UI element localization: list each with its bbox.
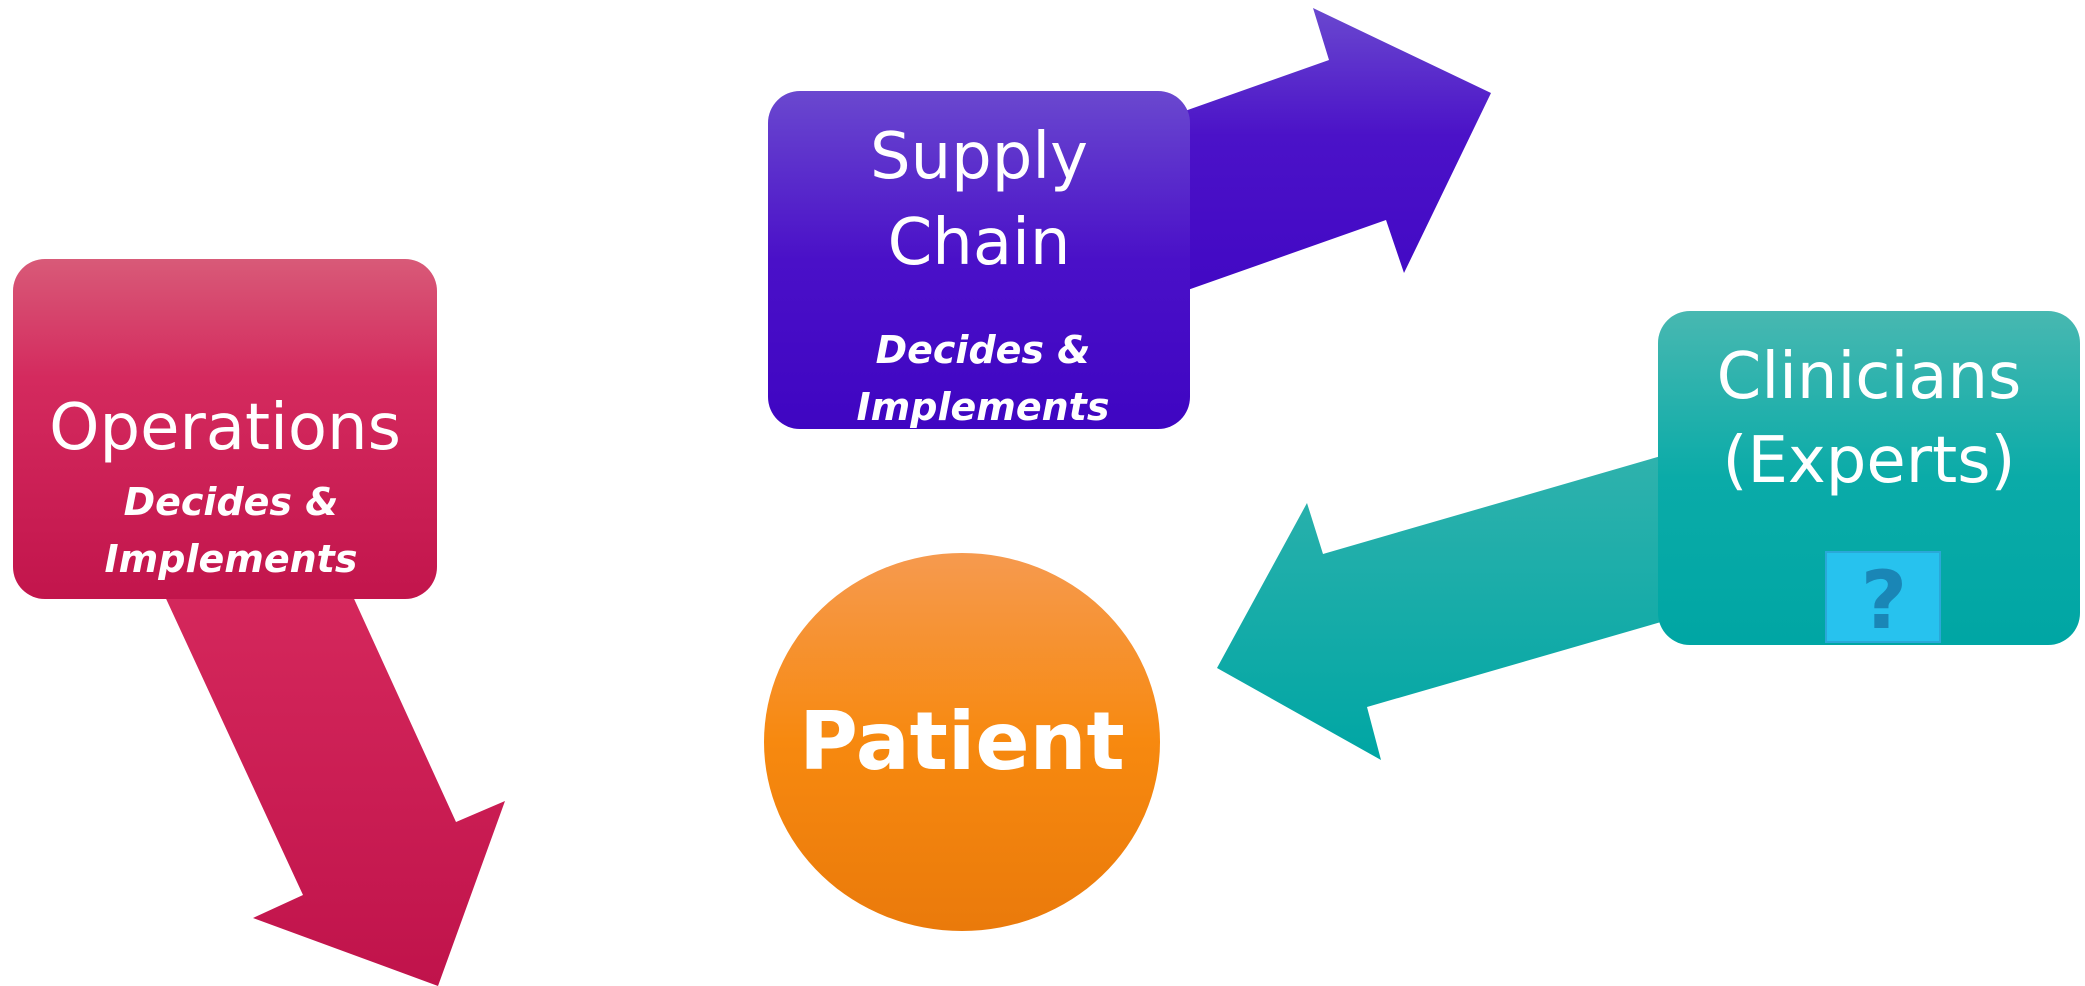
clinicians-arrow xyxy=(1217,454,1668,760)
clinicians-node: Clinicians (Experts) ? xyxy=(1217,311,2080,760)
question-mark-icon: ? xyxy=(1825,551,1941,647)
patient-circle xyxy=(764,553,1160,931)
operations-node: Operations Decides & Implements xyxy=(13,259,505,986)
clinicians-title-line2: (Experts) xyxy=(1723,424,2016,498)
help-symbol: ? xyxy=(1861,554,1907,647)
operations-arrow xyxy=(162,590,505,986)
operations-title: Operations xyxy=(49,391,401,465)
operations-subtitle-line1: Decides & xyxy=(124,480,339,524)
supply-chain-title-line1: Supply xyxy=(870,120,1088,194)
supply-chain-node: Supply Chain Decides & Implements xyxy=(768,8,1491,429)
patient-node: Patient xyxy=(764,553,1160,931)
clinicians-box xyxy=(1658,311,2080,645)
supply-chain-subtitle-line1: Decides & xyxy=(876,328,1091,372)
supply-chain-box xyxy=(768,91,1190,429)
operations-subtitle-line2: Implements xyxy=(105,537,358,581)
patient-title: Patient xyxy=(799,695,1125,788)
supply-chain-arrow xyxy=(1182,8,1491,292)
supply-chain-title-line2: Chain xyxy=(888,206,1071,280)
supply-chain-subtitle-line2: Implements xyxy=(857,385,1110,429)
operations-box xyxy=(13,259,437,599)
clinicians-title-line1: Clinicians xyxy=(1717,340,2022,414)
